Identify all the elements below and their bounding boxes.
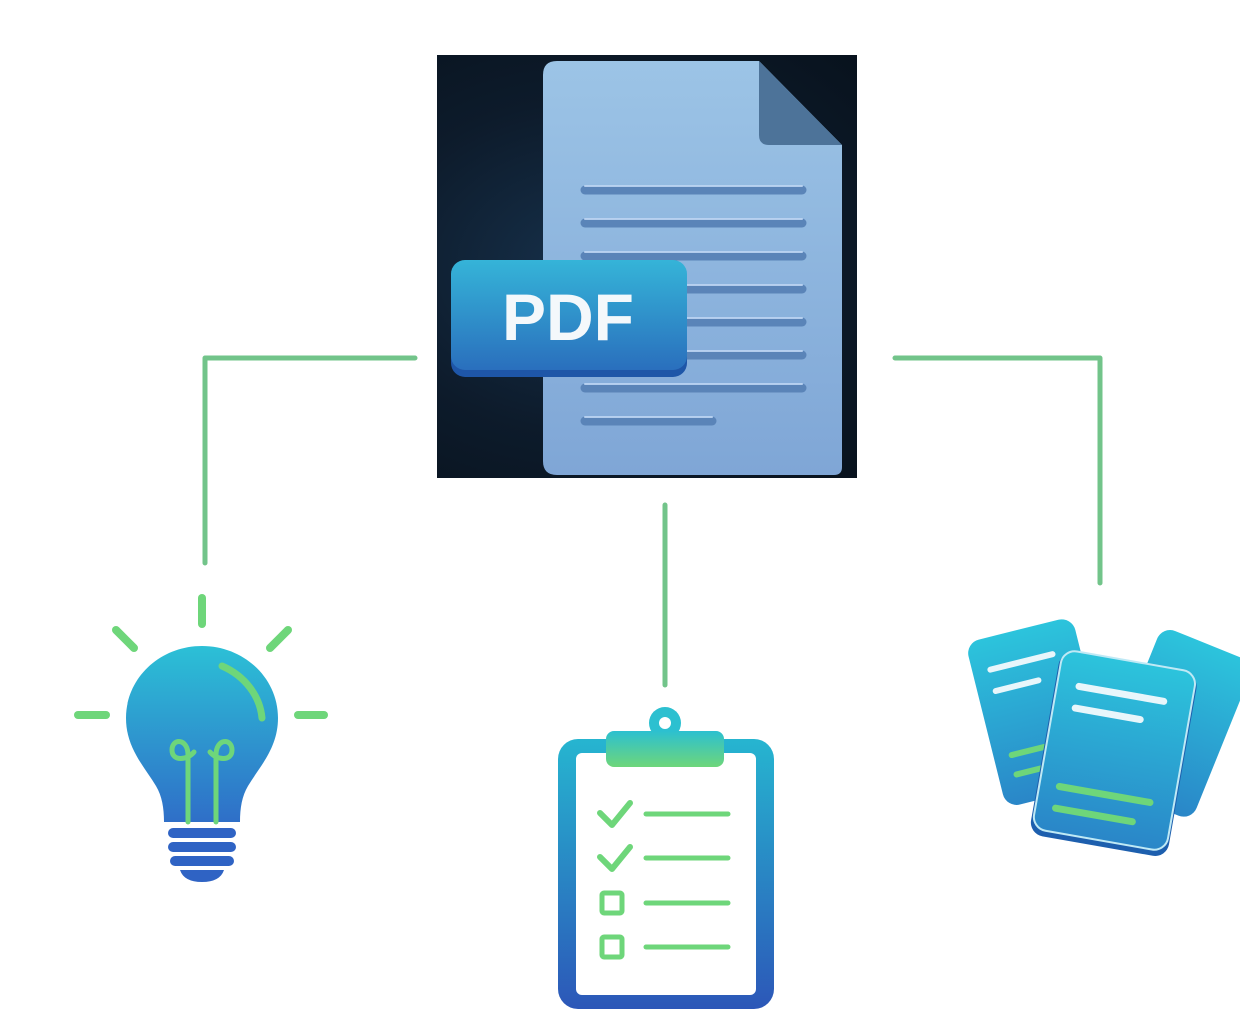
pdf-document-icon: PDF <box>437 55 857 478</box>
document-stack-icon <box>968 619 1240 856</box>
clipboard-checklist-icon <box>558 707 774 1009</box>
pdf-badge-label: PDF <box>502 280 634 354</box>
connector-right <box>892 355 1103 586</box>
lightbulb-icon <box>74 594 328 882</box>
connector-left <box>202 355 418 566</box>
